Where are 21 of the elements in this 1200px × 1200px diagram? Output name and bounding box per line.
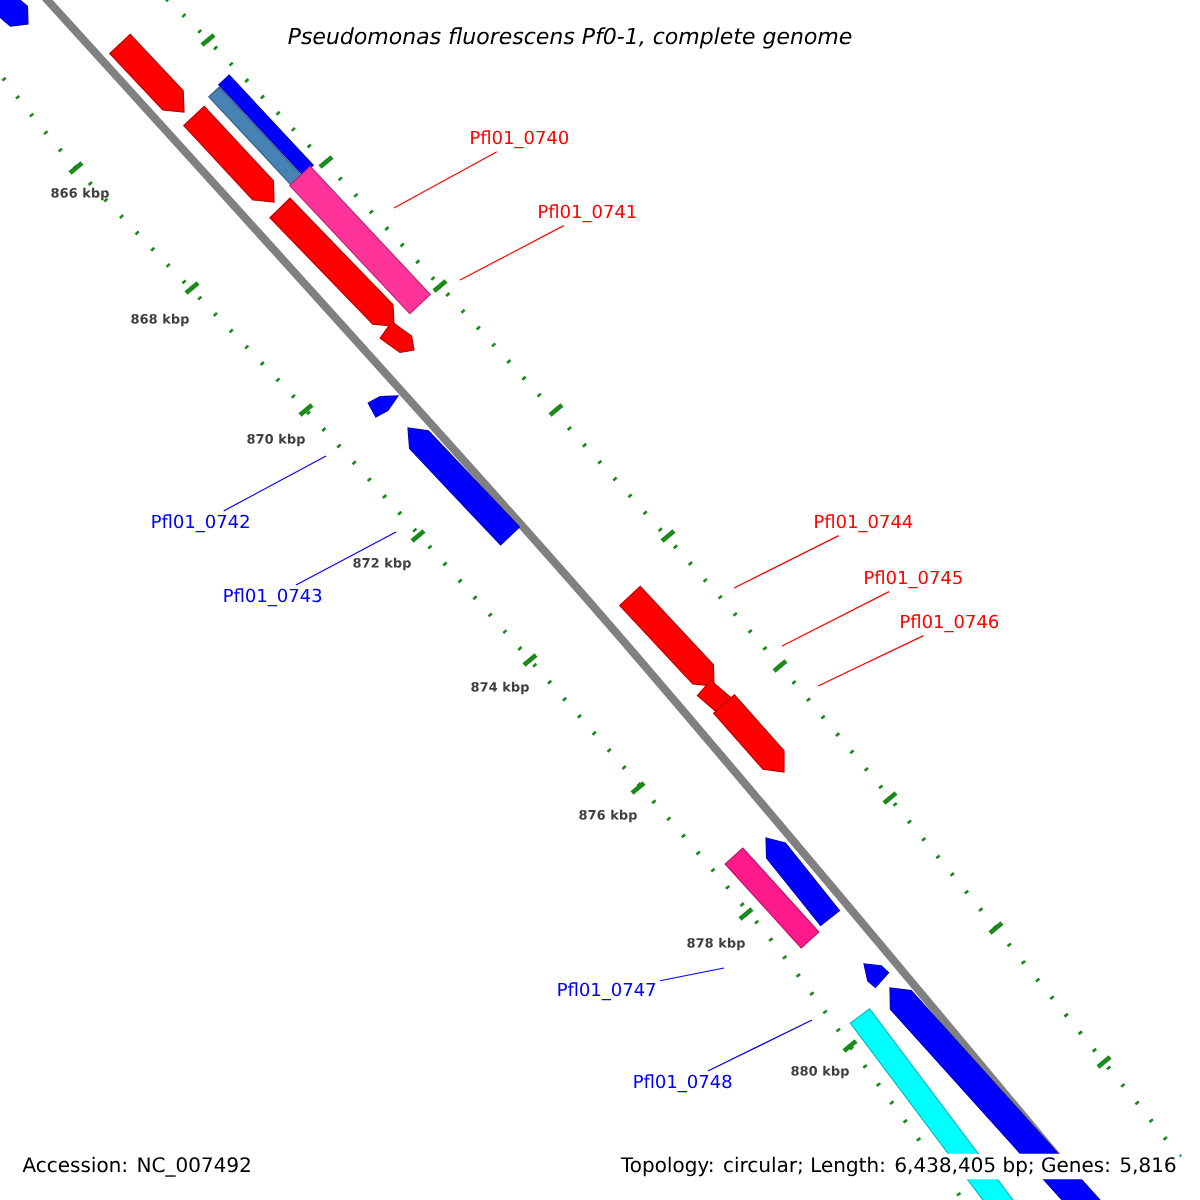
leader-line [459,225,565,281]
gene-label: Pfl01_0748 [634,1074,732,1093]
leader-line [707,1019,813,1072]
title: Pseudomonas fluorescens Pf0-1, complete genome [288,27,852,49]
leader-line [781,591,890,647]
gene-label: Pfl01_0743 [224,588,322,607]
gene-label: Pfl01_0745 [865,570,962,589]
gene-label: Pfl01_0742 [152,514,249,533]
gene-label: Pfl01_0741 [539,204,636,223]
genome-summary: Topology: circular; Length: 6,438,405 bp; Genes: 5,816 [617,1153,1180,1180]
accession-text: Accession: NC_007492 [22,1156,250,1177]
leader-line [295,531,397,586]
gene-label: Pfl01_0747 [558,982,656,1001]
gene-label: Pfl01_0746 [901,614,999,633]
leader-line [733,535,840,589]
leader-line [393,151,498,209]
gene-label: Pfl01_0740 [471,130,569,149]
leader-line [659,967,725,982]
leader-line [223,455,327,512]
leader-line [817,635,925,687]
gene-label: Pfl01_0744 [815,514,913,533]
